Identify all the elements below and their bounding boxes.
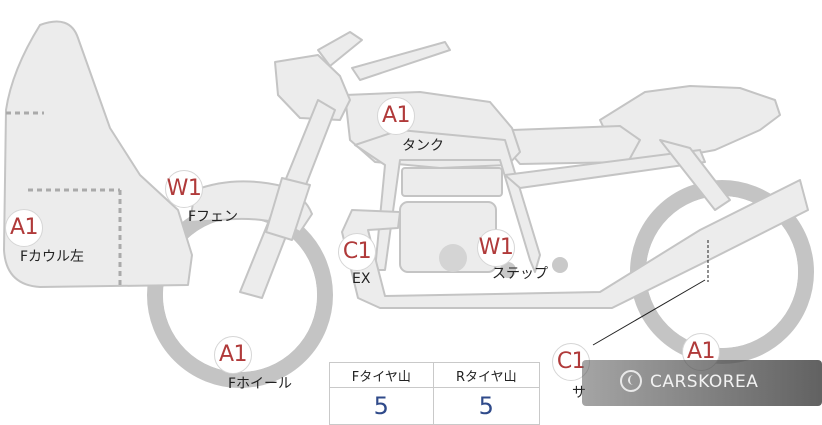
marker-fwheel: A1 bbox=[214, 336, 252, 374]
front-cowl-shape bbox=[3, 20, 193, 288]
label-ex: EX bbox=[352, 271, 371, 287]
exhaust-pipe bbox=[341, 179, 809, 309]
headlight-shape bbox=[274, 54, 351, 121]
carskorea-watermark: CARSKOREA bbox=[582, 360, 822, 406]
watermark-text: CARSKOREA bbox=[650, 372, 759, 392]
handlebar bbox=[317, 31, 363, 67]
label-step: ステップ bbox=[492, 266, 548, 282]
frame-shape bbox=[354, 129, 541, 273]
rear-tread-header: Rタイヤ山 bbox=[432, 362, 541, 388]
tire-tread-table: Fタイヤ山 Rタイヤ山 5 5 bbox=[329, 362, 541, 425]
marker-tank: A1 bbox=[377, 97, 415, 135]
label-fcowl: Fカウル左 bbox=[20, 249, 85, 265]
marker-ffender: W1 bbox=[165, 170, 203, 208]
marker-step: W1 bbox=[477, 229, 515, 267]
engine-block bbox=[401, 167, 503, 197]
marker-ex: C1 bbox=[338, 233, 376, 271]
label-ffender: Fフェン bbox=[188, 209, 239, 225]
carskorea-logo-icon bbox=[620, 370, 642, 392]
front-tread-header: Fタイヤ山 bbox=[329, 362, 434, 388]
rear-tread-value: 5 bbox=[432, 387, 541, 425]
label-tank: タンク bbox=[402, 138, 444, 154]
marker-fcowl: A1 bbox=[5, 209, 43, 247]
front-tread-value: 5 bbox=[329, 387, 434, 425]
label-fwheel: Fホイール bbox=[228, 376, 293, 392]
seat-shape bbox=[507, 125, 641, 165]
